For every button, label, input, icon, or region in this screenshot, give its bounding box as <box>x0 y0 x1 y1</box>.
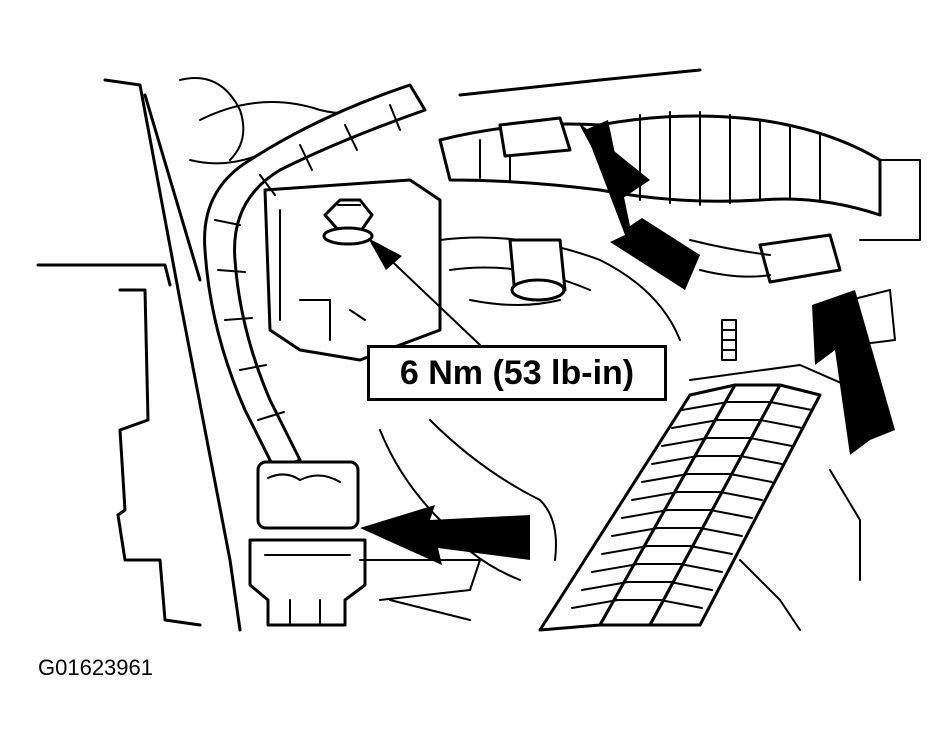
module-housing <box>263 178 442 362</box>
torque-leader-line <box>368 238 481 346</box>
wiring-harness-upper <box>438 111 882 284</box>
arrow-right <box>812 290 895 455</box>
wiring-loom-left <box>203 83 427 472</box>
right-side-components <box>739 289 896 631</box>
bolt <box>322 198 374 246</box>
arrow-connector <box>360 505 530 565</box>
chassis-frame <box>36 78 242 632</box>
torque-callout: 6 Nm (53 lb-in) <box>367 345 667 401</box>
figure-id: G01623961 <box>38 655 153 680</box>
spring-pin <box>721 319 737 361</box>
upper-background <box>179 68 921 241</box>
electrical-connector <box>248 460 367 627</box>
corrugated-tubes <box>538 364 881 632</box>
arrow-upper-right <box>578 120 700 290</box>
